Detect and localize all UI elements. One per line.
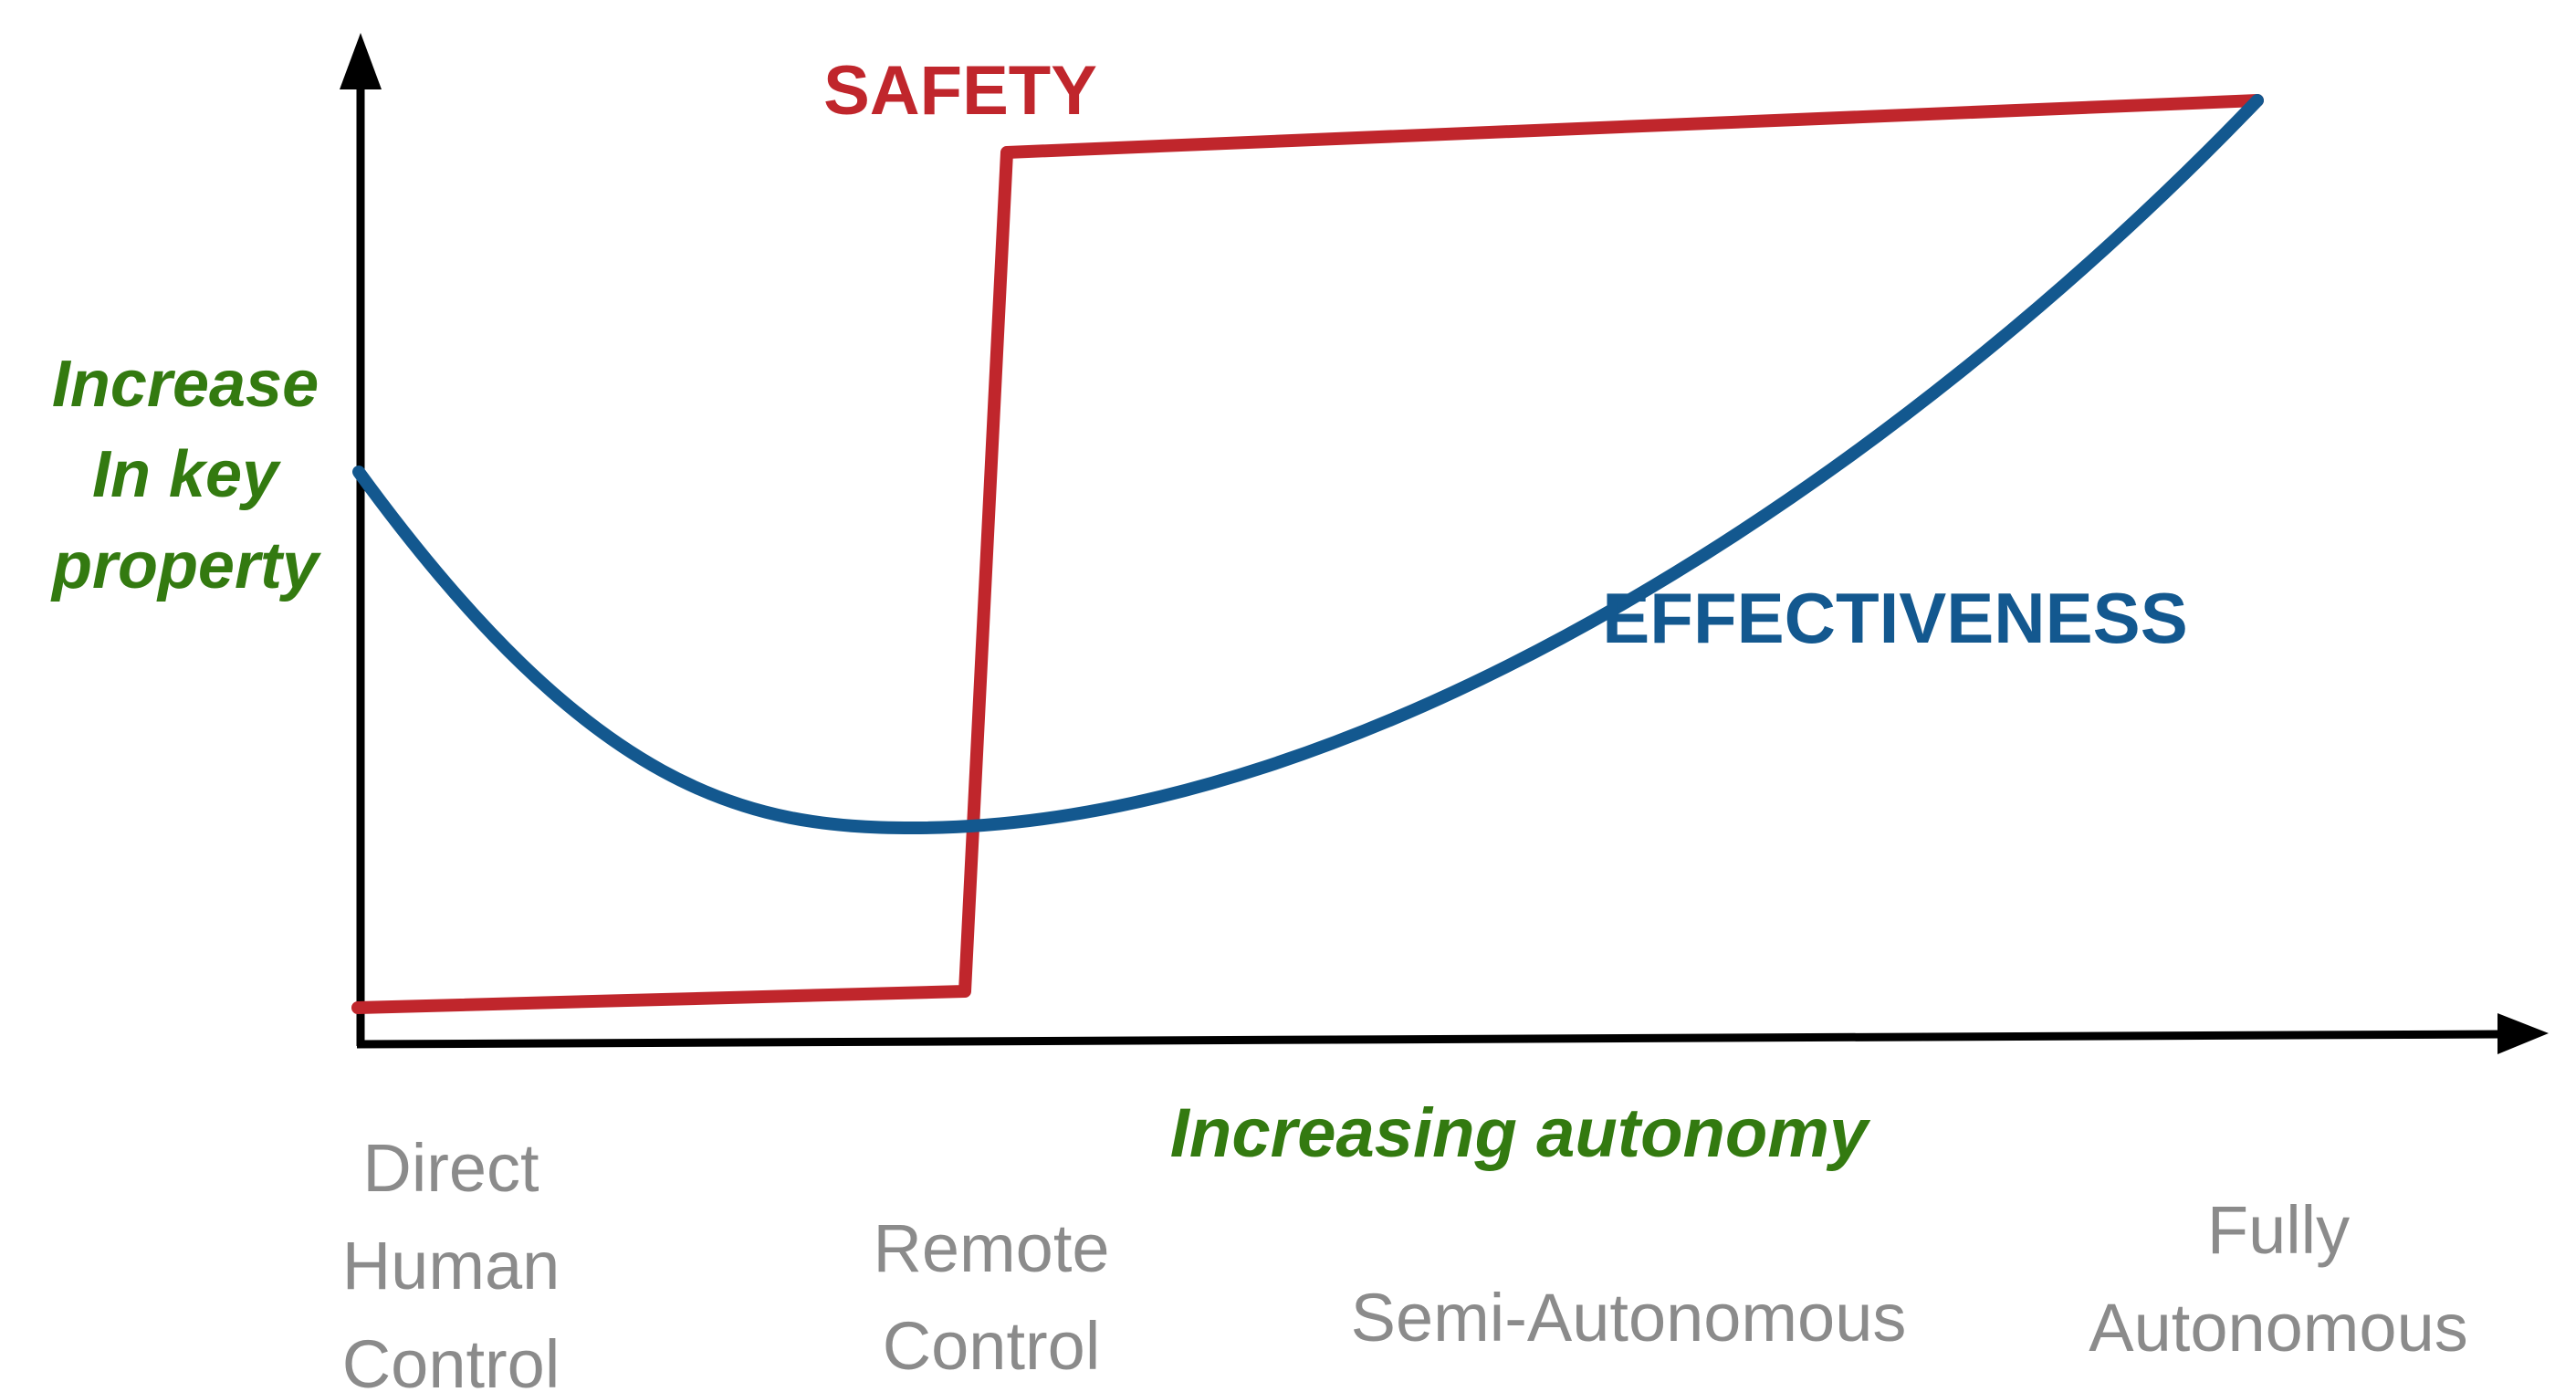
effectiveness-label: EFFECTIVENESS bbox=[1602, 578, 2188, 658]
safety-line bbox=[351, 94, 2264, 1014]
tick-label-remote-control: Remote Control bbox=[873, 1210, 1110, 1385]
tick-label-semi-autonomous: Semi-Autonomous bbox=[1350, 1280, 1907, 1355]
effectiveness-curve bbox=[352, 94, 2264, 835]
y-axis-arrowhead bbox=[340, 33, 382, 89]
tick-label-direct-human-control: Direct Human Control bbox=[341, 1130, 560, 1392]
tick-label-fully-autonomous: Fully Autonomous bbox=[2089, 1192, 2468, 1366]
safety-label: SAFETY bbox=[823, 52, 1097, 130]
y-axis-label: Increase In key property bbox=[51, 348, 319, 602]
x-axis-line bbox=[356, 1030, 2502, 1049]
x-axis-title: Increasing autonomy bbox=[1169, 1094, 1869, 1172]
x-axis-arrowhead bbox=[2497, 1013, 2549, 1054]
